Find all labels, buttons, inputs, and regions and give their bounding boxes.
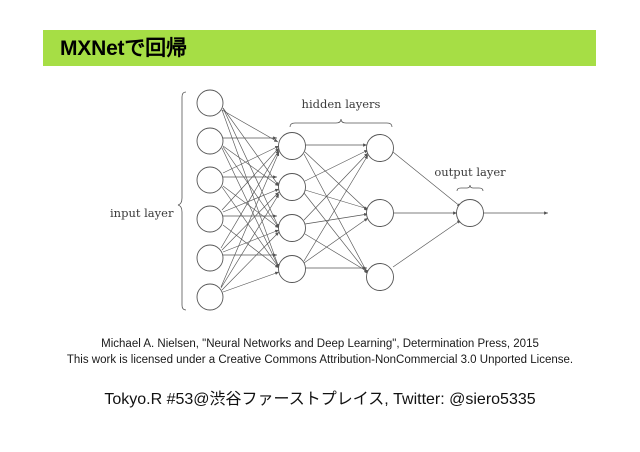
nn-edges-hidden1-to-hidden2 (303, 143, 369, 275)
nn-edges-hidden2-to-output (392, 151, 462, 268)
hidden-layers-label: hidden layers (302, 97, 381, 111)
hidden-layers-brace (289, 118, 393, 128)
nn-nodes-hidden-layer-1 (278, 132, 306, 283)
caption-citation-line: Michael A. Nielsen, "Neural Networks and… (101, 338, 539, 350)
input-layer-label: input layer (110, 206, 174, 220)
input-layer-brace (177, 91, 187, 311)
output-layer-label: output layer (434, 165, 506, 179)
page-title: MXNetで回帰 (60, 36, 187, 60)
caption-license-line: This work is licensed under a Creative C… (66, 354, 574, 367)
nn-nodes-input-layer (196, 89, 224, 311)
slide-title-band: MXNetで回帰 (43, 30, 596, 66)
output-layer-brace (456, 184, 484, 192)
nn-nodes-hidden-layer-2 (366, 134, 394, 291)
event-footer: Tokyo.R #53@渋谷ファーストプレイス, Twitter: @siero… (104, 391, 536, 408)
nn-edges-input-to-hidden1 (220, 107, 280, 293)
nn-node-output-layer (456, 199, 484, 227)
attribution-caption: Michael A. Nielsen, "Neural Networks and… (0, 336, 640, 369)
